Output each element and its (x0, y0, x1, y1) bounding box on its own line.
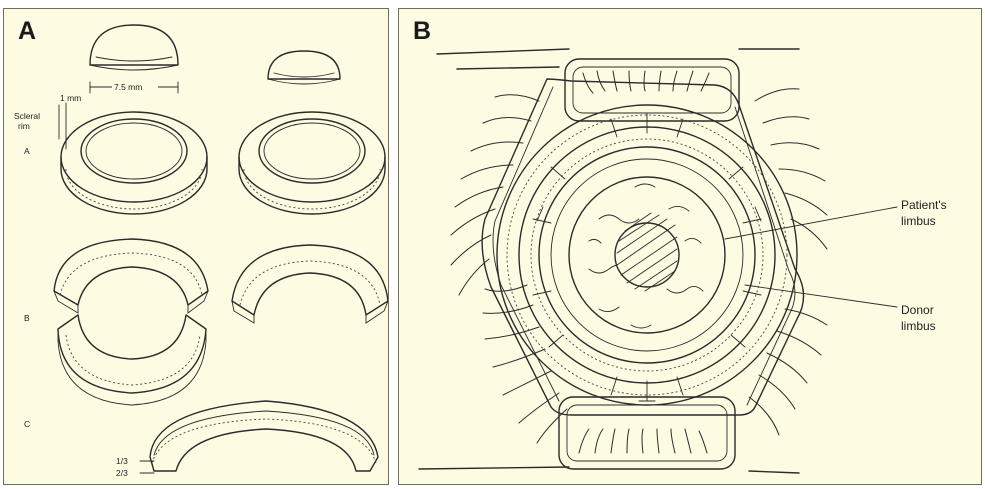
donor-cap-right (268, 51, 340, 84)
ring-b-left-bottom (58, 315, 206, 405)
depth-label-1-3: 1/3 (116, 456, 128, 466)
ring-b-left-top (54, 239, 208, 313)
panel-b: Patient's limbus Donor limbus B (398, 8, 982, 485)
scleral-label-line2: rim (18, 121, 30, 131)
panel-b-letter: B (413, 17, 431, 46)
donor-limbus-label-line2: limbus (901, 319, 936, 333)
donor-limbus-label-line1: Donor (901, 303, 934, 317)
row-c-label: C (24, 419, 30, 429)
patient-limbus-label-line2: limbus (901, 214, 936, 228)
ring-a-right (239, 112, 385, 214)
lamellar-section (140, 401, 378, 473)
pupil (615, 213, 679, 291)
width-label: 7.5 mm (114, 82, 142, 92)
rim-width-label: 1 mm (60, 93, 81, 103)
donor-cap-left (90, 25, 178, 70)
depth-label-2-3: 2/3 (116, 468, 128, 478)
ring-b-right (232, 245, 388, 323)
panel-a-drawing: 7.5 mm 1 mm Scleral rim A B C (4, 9, 389, 485)
lower-retractor (559, 397, 735, 469)
panel-a-letter: A (18, 17, 36, 46)
panel-a: 7.5 mm 1 mm Scleral rim A B C (3, 8, 389, 485)
row-b-label: B (24, 313, 30, 323)
patient-limbus-label-line1: Patient's (901, 198, 947, 212)
upper-retractor (565, 59, 739, 121)
row-a-label: A (24, 146, 30, 156)
ring-a-left (61, 112, 207, 214)
panel-b-drawing: Patient's limbus Donor limbus (399, 9, 982, 485)
scleral-label-line1: Scleral (14, 111, 40, 121)
